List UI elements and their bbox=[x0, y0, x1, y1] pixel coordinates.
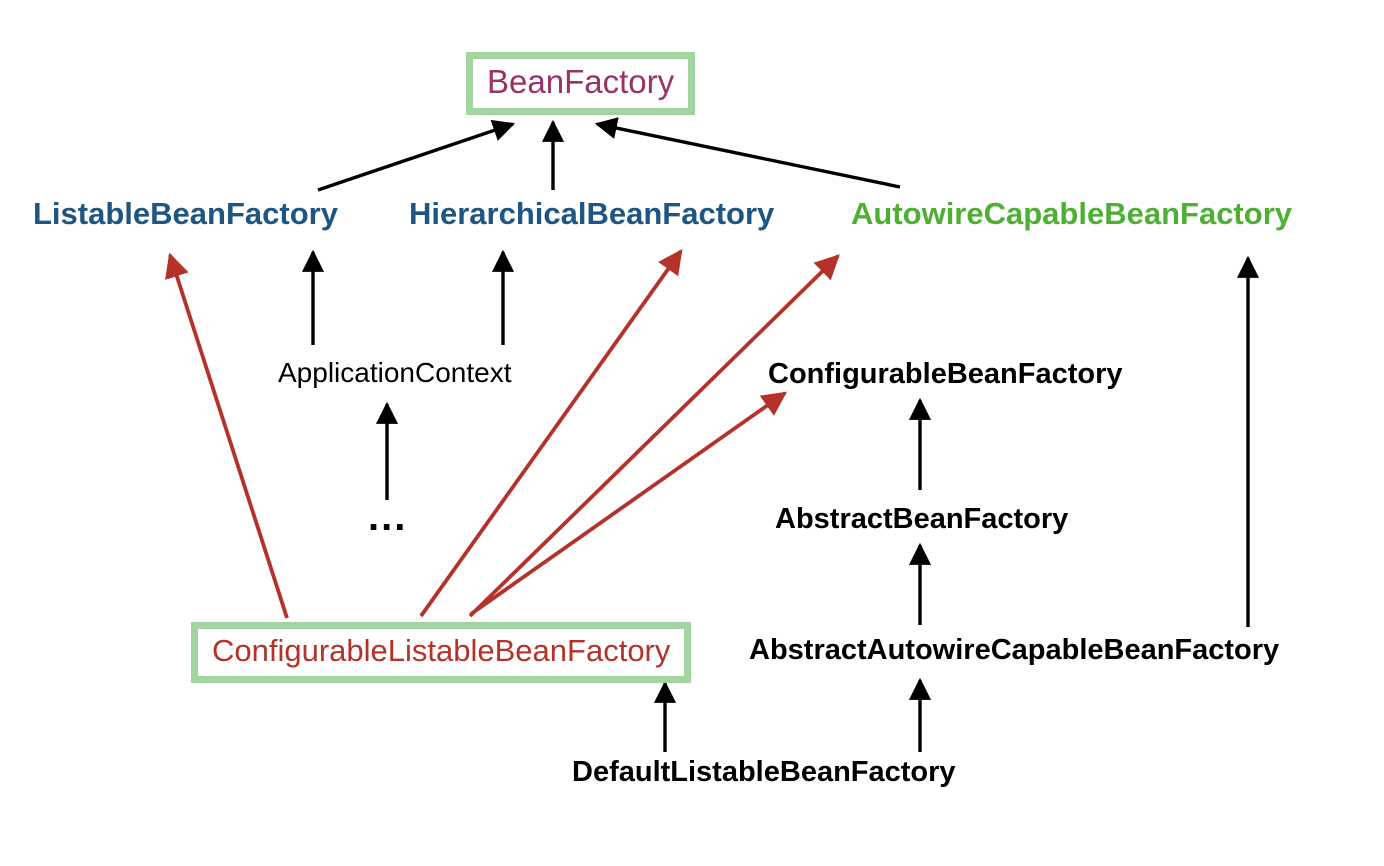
node-configurable-listable-bean-factory-label: ConfigurableListableBeanFactory bbox=[212, 633, 671, 668]
node-configurable-bean-factory-label: ConfigurableBeanFactory bbox=[768, 358, 1123, 390]
node-configurable-listable-bean-factory[interactable]: ConfigurableListableBeanFactory bbox=[191, 622, 692, 683]
node-application-context-label: ApplicationContext bbox=[278, 357, 512, 388]
node-configurable-bean-factory[interactable]: ConfigurableBeanFactory bbox=[768, 360, 1123, 389]
edge-listable-to-beanfactory bbox=[317, 119, 516, 192]
node-abstract-autowire-capable-bean-factory-label: AbstractAutowireCapableBeanFactory bbox=[749, 634, 1280, 666]
node-bean-factory[interactable]: BeanFactory bbox=[466, 52, 696, 115]
node-application-context[interactable]: ApplicationContext bbox=[278, 359, 511, 387]
node-ellipsis-label: ... bbox=[368, 495, 408, 539]
node-listable-bean-factory[interactable]: ListableBeanFactory bbox=[33, 198, 338, 229]
node-abstract-bean-factory-label: AbstractBeanFactory bbox=[775, 503, 1069, 535]
edge-configurablelistable-to-autowirecapable bbox=[468, 254, 840, 618]
node-autowire-capable-bean-factory[interactable]: AutowireCapableBeanFactory bbox=[851, 198, 1292, 229]
node-default-listable-bean-factory-label: DefaultListableBeanFactory bbox=[572, 756, 956, 788]
node-hierarchical-bean-factory-label: HierarchicalBeanFactory bbox=[409, 196, 775, 231]
edge-configurablelistable-to-hierarchical bbox=[419, 248, 683, 618]
node-hierarchical-bean-factory[interactable]: HierarchicalBeanFactory bbox=[409, 198, 774, 229]
node-listable-bean-factory-label: ListableBeanFactory bbox=[33, 196, 338, 231]
edge-configurablelistable-to-configurablebf bbox=[469, 391, 788, 616]
node-bean-factory-label: BeanFactory bbox=[487, 63, 675, 100]
edge-autowirecapable-to-beanfactory bbox=[594, 117, 901, 189]
node-abstract-bean-factory[interactable]: AbstractBeanFactory bbox=[775, 505, 1068, 534]
node-default-listable-bean-factory[interactable]: DefaultListableBeanFactory bbox=[572, 758, 956, 787]
node-autowire-capable-bean-factory-label: AutowireCapableBeanFactory bbox=[851, 196, 1292, 231]
node-ellipsis: ... bbox=[368, 497, 407, 537]
node-abstract-autowire-capable-bean-factory[interactable]: AbstractAutowireCapableBeanFactory bbox=[749, 636, 1279, 665]
edge-configurablelistable-to-listable bbox=[165, 252, 289, 619]
